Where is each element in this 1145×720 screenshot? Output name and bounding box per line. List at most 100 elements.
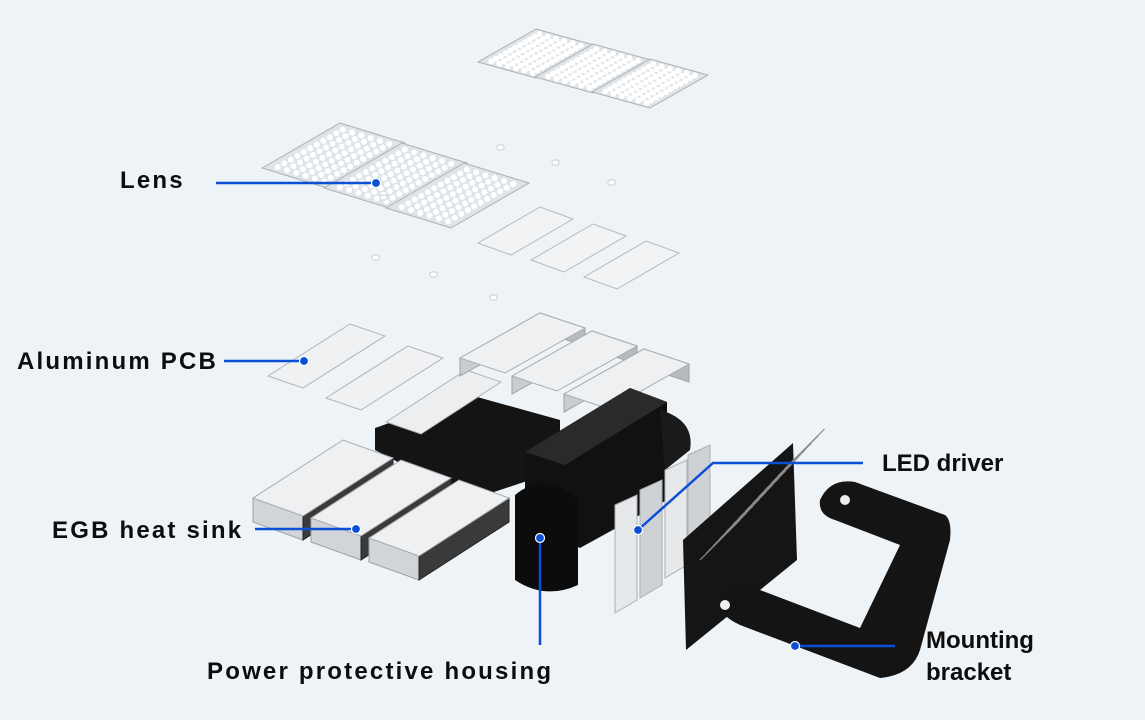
lens-dome xyxy=(361,186,368,193)
lens-dome xyxy=(610,71,617,78)
lens-dome xyxy=(461,200,468,207)
lens-dome xyxy=(459,193,466,200)
housing-flange xyxy=(660,410,691,470)
heat-sink-top xyxy=(367,479,511,557)
lens-dome xyxy=(410,166,417,173)
lens-dome xyxy=(303,155,310,162)
screw-cap xyxy=(551,159,560,166)
lens-dome xyxy=(635,97,642,104)
lens-dome xyxy=(497,53,504,60)
lens-dome xyxy=(616,80,623,87)
power-housing-top xyxy=(525,388,667,465)
callout-led-driver xyxy=(637,461,863,531)
lens-dome xyxy=(376,138,383,145)
lens-dome xyxy=(645,63,652,70)
lens-dome xyxy=(381,174,388,181)
lens-dome xyxy=(444,177,451,184)
lens-dome xyxy=(540,56,547,63)
lens-dome xyxy=(290,163,297,170)
lens-dome xyxy=(527,57,534,64)
lens-dome xyxy=(528,49,535,56)
lens-dome xyxy=(402,187,409,194)
lens-dome xyxy=(389,194,396,201)
lens-dome xyxy=(453,180,460,187)
lens-dome xyxy=(387,171,394,178)
lens-dome xyxy=(564,62,571,69)
lens-dome xyxy=(581,67,588,74)
callout-egb-heat-sink-dot xyxy=(350,523,362,535)
heat-sink-top xyxy=(562,348,691,410)
lens-dome xyxy=(515,49,522,56)
lens-dome xyxy=(333,130,340,137)
lens-dome xyxy=(653,66,660,73)
lens-dome xyxy=(590,61,597,68)
lens-dome xyxy=(613,55,620,62)
lens-dome xyxy=(578,82,585,89)
callout-led-driver-dot xyxy=(632,524,644,536)
lens-dome xyxy=(606,85,613,92)
lens-dome xyxy=(584,72,591,79)
lens-dome xyxy=(546,46,553,53)
lens-dome xyxy=(588,48,595,55)
lens-dome xyxy=(601,76,608,83)
lens-dome xyxy=(573,45,580,52)
aluminum-pcb xyxy=(266,323,387,389)
lens-dome xyxy=(629,79,636,86)
lens-dome xyxy=(437,181,444,188)
lens-dome xyxy=(324,168,331,175)
lens-dome xyxy=(469,179,476,186)
lens-dome xyxy=(524,52,531,59)
lens-dome xyxy=(369,165,376,172)
label-mounting-bracket-2: bracket xyxy=(926,659,1012,686)
lens-dome xyxy=(548,58,555,65)
lens-dome xyxy=(434,191,441,198)
lens-dome xyxy=(496,60,503,67)
callout-mounting-bracket-dot xyxy=(789,640,801,652)
screw-cap xyxy=(429,271,438,278)
lens-dome xyxy=(631,92,638,99)
lens-dome xyxy=(543,41,550,48)
lens-dome xyxy=(649,68,656,75)
lens-dome xyxy=(355,189,362,196)
lens-dome xyxy=(421,199,428,206)
lens-dome xyxy=(310,151,317,158)
lens-dome xyxy=(316,148,323,155)
lens-dome xyxy=(541,48,548,55)
lens-dome xyxy=(535,59,542,66)
lens-dome xyxy=(319,154,326,161)
lens-dome xyxy=(457,170,464,177)
mounting-bracket xyxy=(719,481,951,678)
lens-dome xyxy=(561,37,568,44)
lens-dome xyxy=(602,88,609,95)
lens-dome xyxy=(672,83,679,90)
lens-dome xyxy=(325,151,332,158)
lens-dome xyxy=(631,72,638,79)
lens-dome xyxy=(427,195,434,202)
lens-dome xyxy=(487,185,494,192)
lens-dome xyxy=(564,42,571,49)
lens-dome xyxy=(331,164,338,171)
lens-dome xyxy=(320,137,327,144)
lens-dome xyxy=(583,51,590,58)
lens-dome xyxy=(423,158,430,165)
lens-dome xyxy=(648,97,655,104)
lens-dome xyxy=(502,50,509,57)
lens-dome xyxy=(373,195,380,202)
lens-dome xyxy=(452,197,459,204)
lens-dome xyxy=(428,172,435,179)
lens-dome xyxy=(311,175,318,182)
lens-dome xyxy=(501,58,508,65)
led-driver-bar xyxy=(639,479,663,599)
lens-dome xyxy=(545,53,552,60)
lens-dome xyxy=(597,71,604,78)
lens-dome xyxy=(623,90,630,97)
lens-dome xyxy=(313,141,320,148)
lens-dome xyxy=(318,171,325,178)
lens-dome xyxy=(563,50,570,57)
lens-dome xyxy=(339,126,346,133)
lens-dome xyxy=(365,175,372,182)
lens-dome xyxy=(595,58,602,65)
lens-dome xyxy=(425,165,432,172)
lens-dome xyxy=(529,69,536,76)
bracket-hole xyxy=(720,600,730,610)
